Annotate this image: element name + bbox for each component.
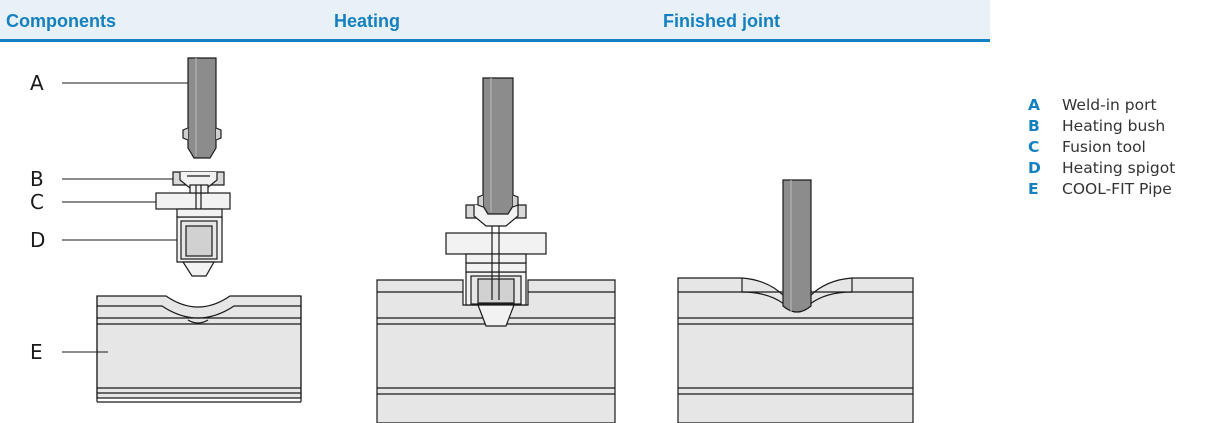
callout-e: E [30,340,43,364]
legend-label: Fusion tool [1062,137,1146,156]
legend-item: B Heating bush [1028,115,1175,136]
fusion-tool-component [155,192,231,210]
weld-in-port-heating [482,77,514,215]
components-illustration [96,57,302,403]
fusion-tool-heating [445,232,547,255]
legend-item: E COOL-FIT Pipe [1028,179,1175,200]
finished-joint-illustration [677,179,914,423]
header-bar: Components Heating Finished joint [0,0,990,42]
heating-illustration [376,77,616,423]
legend-letter: A [1028,95,1040,114]
weld-in-port-component [187,57,217,159]
weld-in-port-finished [782,179,812,313]
legend-label: Heating spigot [1062,159,1176,178]
legend-item: A Weld-in port [1028,94,1175,115]
legend-letter: E [1028,180,1039,199]
callout-lines [62,82,188,353]
legend-letter: C [1028,137,1040,156]
legend-item: C Fusion tool [1028,136,1175,157]
cool-fit-pipe-components [96,295,302,399]
legend-label: Weld-in port [1062,95,1157,114]
legend-item: D Heating spigot [1028,158,1175,179]
column-title-components: Components [6,11,116,31]
legend-letter: D [1028,159,1041,178]
cool-fit-pipe-heating [376,279,616,423]
column-title-finished-joint: Finished joint [663,11,780,31]
callout-b: B [30,167,44,191]
column-title-heating: Heating [334,11,401,31]
callout-c: C [30,190,44,214]
legend-letter: B [1028,116,1040,135]
legend-label: Heating bush [1062,116,1166,135]
callout-d: D [30,228,45,252]
legend-label: COOL-FIT Pipe [1062,180,1172,199]
legend: A Weld-in port B Heating bush C Fusion t… [1028,94,1175,200]
callout-a: A [30,71,44,95]
